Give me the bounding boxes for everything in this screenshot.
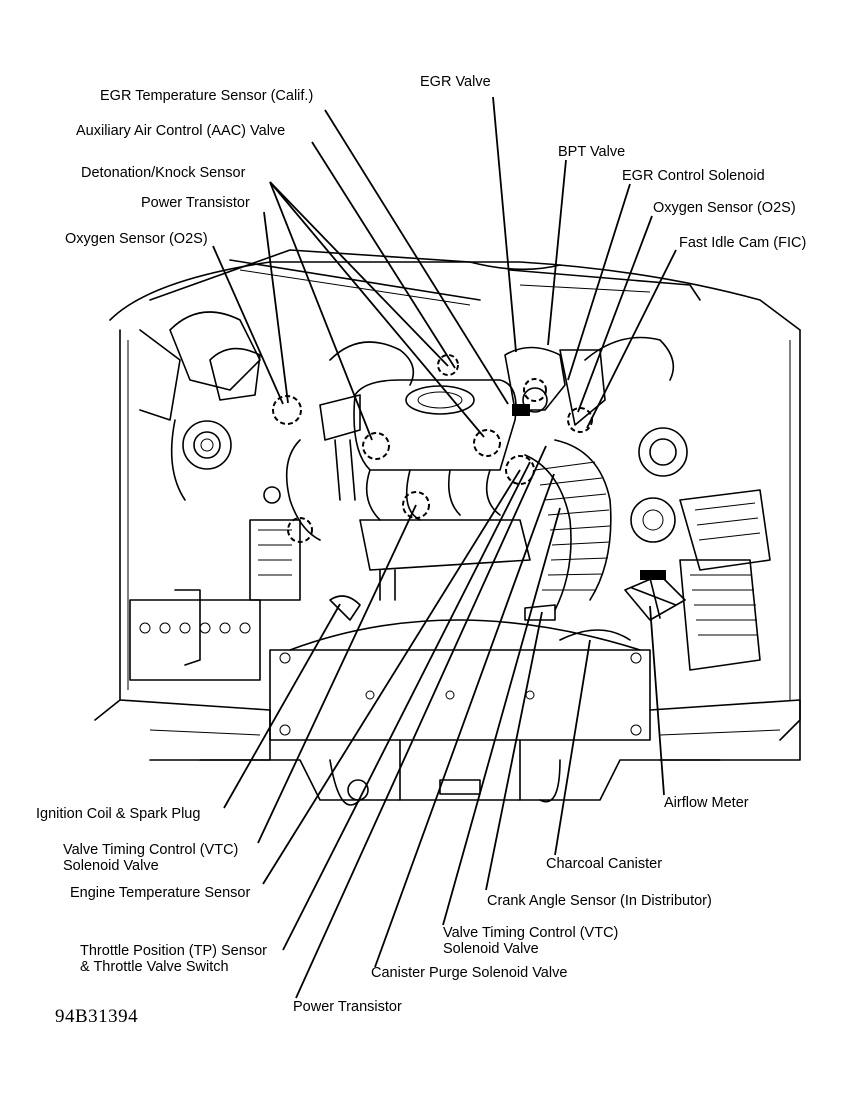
label-vtc-right-line2: Solenoid Valve <box>443 941 539 957</box>
label-aac-valve: Auxiliary Air Control (AAC) Valve <box>76 123 286 139</box>
leader-lines <box>212 96 677 999</box>
label-knock-sensor: Detonation/Knock Sensor <box>81 165 246 181</box>
label-bpt-valve: BPT Valve <box>558 144 626 160</box>
label-oxygen-sensor-right: Oxygen Sensor (O2S) <box>653 200 796 216</box>
label-power-transistor-bottom: Power Transistor <box>293 999 402 1015</box>
label-oxygen-sensor-left: Oxygen Sensor (O2S) <box>65 231 208 247</box>
figure-code: 94B31394 <box>55 1006 139 1027</box>
label-charcoal-canister: Charcoal Canister <box>546 856 663 872</box>
label-canister-purge-solenoid: Canister Purge Solenoid Valve <box>371 965 568 981</box>
label-vtc-left-line1: Valve Timing Control (VTC) <box>63 842 239 858</box>
label-vtc-solenoid-right: Valve Timing Control (VTC) Solenoid Valv… <box>443 925 618 957</box>
label-tp-line2: & Throttle Valve Switch <box>80 959 229 975</box>
label-ignition-coil-spark-plug: Ignition Coil & Spark Plug <box>36 806 201 822</box>
label-vtc-left-line2: Solenoid Valve <box>63 858 159 874</box>
label-throttle-position-sensor: Throttle Position (TP) Sensor & Throttle… <box>80 943 267 975</box>
label-fast-idle-cam: Fast Idle Cam (FIC) <box>679 235 807 251</box>
label-engine-temperature-sensor: Engine Temperature Sensor <box>70 885 251 901</box>
label-airflow-meter: Airflow Meter <box>664 795 749 811</box>
label-power-transistor-top: Power Transistor <box>141 195 250 211</box>
label-egr-valve: EGR Valve <box>420 74 491 90</box>
label-vtc-right-line1: Valve Timing Control (VTC) <box>443 925 619 941</box>
label-vtc-solenoid-left: Valve Timing Control (VTC) Solenoid Valv… <box>63 842 238 874</box>
label-egr-temperature-sensor: EGR Temperature Sensor (Calif.) <box>100 88 314 104</box>
engine-line-art <box>94 249 801 806</box>
label-crank-angle-sensor: Crank Angle Sensor (In Distributor) <box>487 893 712 909</box>
label-tp-line1: Throttle Position (TP) Sensor <box>80 943 267 959</box>
label-egr-control-solenoid: EGR Control Solenoid <box>622 168 765 184</box>
